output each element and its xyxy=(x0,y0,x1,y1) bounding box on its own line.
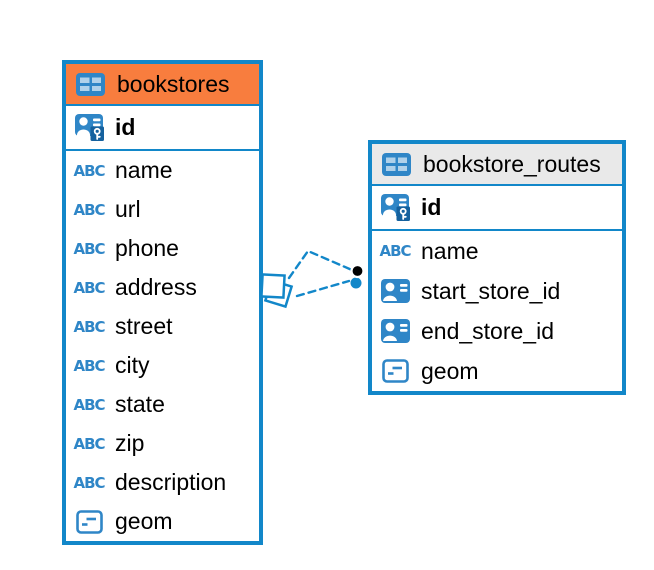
type-icon-slot: ABC xyxy=(71,279,107,297)
reference-icon xyxy=(380,279,410,303)
text-type-icon: ABC xyxy=(379,242,411,260)
relationship-connector[interactable] xyxy=(260,249,365,309)
column-name: id xyxy=(115,114,136,140)
entity-table-bookstore-routes[interactable]: bookstore_routes id ABC name start_store… xyxy=(368,140,626,395)
column-row-zip[interactable]: ABC zip xyxy=(66,424,259,463)
column-row-phone[interactable]: ABC phone xyxy=(66,229,259,268)
type-icon-slot: ABC xyxy=(377,242,413,260)
text-type-icon: ABC xyxy=(73,317,105,336)
type-icon-slot: ABC xyxy=(71,396,107,414)
column-name: name xyxy=(115,157,173,183)
text-type-icon: ABC xyxy=(73,434,105,453)
column-name: start_store_id xyxy=(421,277,561,304)
column-row-url[interactable]: ABC url xyxy=(66,190,259,229)
column-row-id[interactable]: id xyxy=(372,186,622,231)
source-end-marker xyxy=(260,273,294,309)
type-icon-slot: ABC xyxy=(71,474,107,492)
type-icon-slot xyxy=(377,194,413,221)
column-row-street[interactable]: ABC street xyxy=(66,307,259,346)
column-row-name[interactable]: ABC name xyxy=(372,231,622,271)
column-list-bookstores: id ABC name ABC url ABC phone ABC addres… xyxy=(66,106,259,541)
column-row-description[interactable]: ABC description xyxy=(66,463,259,502)
text-type-icon: ABC xyxy=(73,395,105,414)
text-type-icon: ABC xyxy=(73,200,105,219)
table-icon xyxy=(75,72,105,96)
column-row-geom[interactable]: geom xyxy=(372,351,622,391)
column-row-name[interactable]: ABC name xyxy=(66,151,259,190)
table-header-bookstores[interactable]: bookstores xyxy=(66,64,259,106)
column-name: state xyxy=(115,391,165,417)
reference-icon xyxy=(380,319,410,343)
column-list-bookstore-routes: id ABC name start_store_id end_store_id … xyxy=(372,186,622,391)
type-icon-slot xyxy=(377,319,413,343)
type-icon-slot: ABC xyxy=(71,357,107,375)
column-name: street xyxy=(115,313,173,339)
column-name: end_store_id xyxy=(421,317,554,344)
type-icon-slot xyxy=(71,114,107,141)
text-type-icon: ABC xyxy=(73,161,105,180)
column-name: geom xyxy=(421,357,479,384)
table-icon xyxy=(381,152,411,176)
column-name: description xyxy=(115,469,227,495)
entity-table-bookstores[interactable]: bookstores id ABC name ABC url ABC phone… xyxy=(62,60,263,545)
column-name: geom xyxy=(115,508,173,534)
column-row-state[interactable]: ABC state xyxy=(66,385,259,424)
column-name: id xyxy=(421,194,442,220)
type-icon-slot xyxy=(377,279,413,303)
column-name: address xyxy=(115,274,197,300)
column-name: name xyxy=(421,237,479,264)
column-row-end_store_id[interactable]: end_store_id xyxy=(372,311,622,351)
table-title: bookstore_routes xyxy=(423,150,601,177)
relationship-line-lower xyxy=(295,279,351,298)
column-row-city[interactable]: ABC city xyxy=(66,346,259,385)
text-type-icon: ABC xyxy=(73,239,105,258)
type-icon-slot: ABC xyxy=(71,318,107,336)
type-icon-slot xyxy=(377,359,413,383)
table-icon-slot xyxy=(378,152,414,176)
column-name: url xyxy=(115,196,141,222)
primary-key-icon xyxy=(380,194,410,221)
column-row-id[interactable]: id xyxy=(66,106,259,151)
primary-key-icon xyxy=(74,114,104,141)
text-type-icon: ABC xyxy=(73,356,105,375)
table-icon-slot xyxy=(72,72,108,96)
column-name: city xyxy=(115,352,150,378)
type-icon-slot xyxy=(71,509,107,534)
table-header-bookstore-routes[interactable]: bookstore_routes xyxy=(372,144,622,186)
text-type-icon: ABC xyxy=(73,278,105,297)
type-icon-slot: ABC xyxy=(71,201,107,219)
column-name: phone xyxy=(115,235,179,261)
column-name: zip xyxy=(115,430,145,456)
column-row-geom[interactable]: geom xyxy=(66,502,259,541)
table-title: bookstores xyxy=(117,70,230,97)
type-icon-slot: ABC xyxy=(71,162,107,180)
type-icon-slot: ABC xyxy=(71,435,107,453)
column-row-start_store_id[interactable]: start_store_id xyxy=(372,271,622,311)
geometry-type-icon xyxy=(381,359,409,383)
text-type-icon: ABC xyxy=(73,473,105,492)
target-end-marker xyxy=(350,263,365,289)
column-row-address[interactable]: ABC address xyxy=(66,268,259,307)
relationship-line-upper xyxy=(287,249,354,280)
geometry-type-icon xyxy=(75,509,103,534)
type-icon-slot: ABC xyxy=(71,240,107,258)
